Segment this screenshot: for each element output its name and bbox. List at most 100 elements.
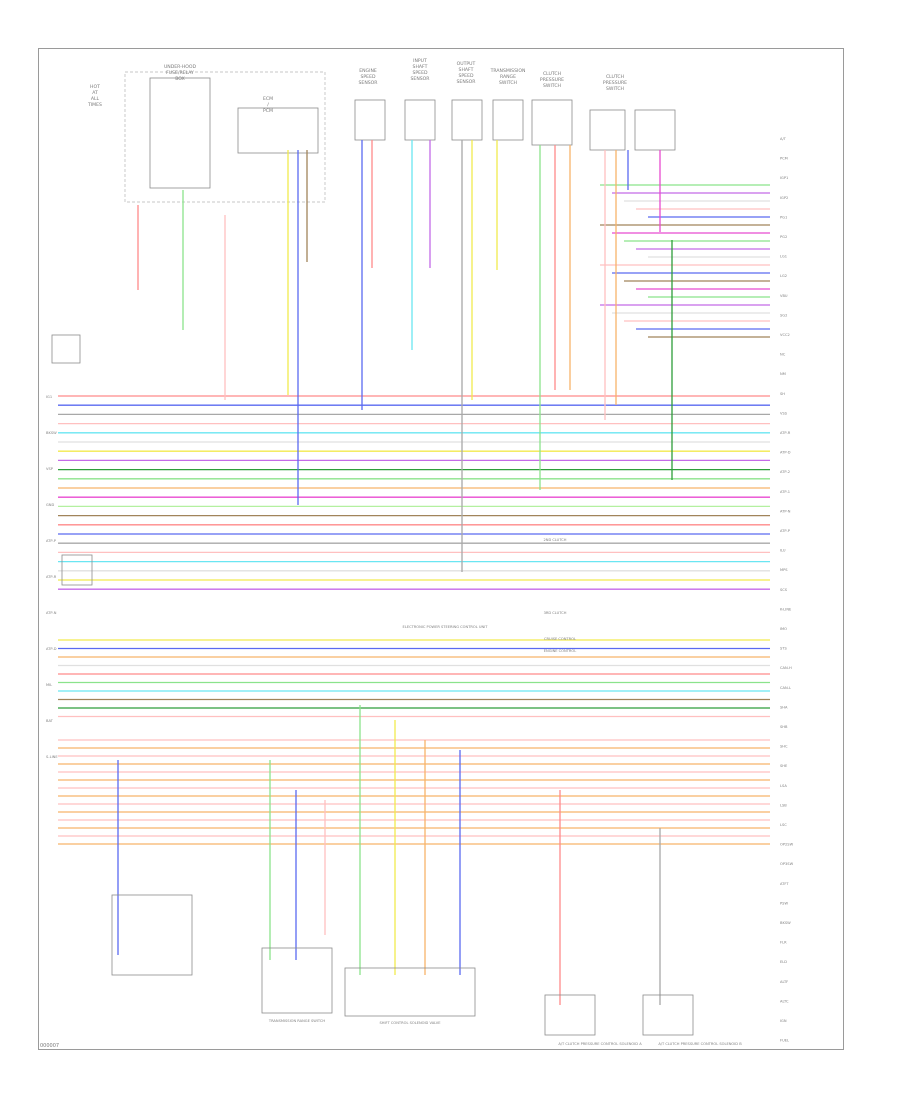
terminal-label: CAN-H: [780, 666, 792, 670]
switch-symbol: [61, 554, 93, 586]
terminal-label: IGP1: [780, 176, 788, 180]
terminal-label: GND: [46, 503, 54, 507]
note-label: ELECTRONIC POWER STEERING CONTROL UNIT: [403, 625, 489, 629]
component-label: OUTPUT: [457, 61, 476, 67]
switch-symbol: [51, 334, 81, 364]
component-label: A/T CLUTCH PRESSURE CONTROL SOLENOID A: [558, 1042, 642, 1046]
terminal-label: PG1: [780, 215, 787, 219]
terminal-label: MIL: [46, 683, 52, 687]
terminal-label: SHA: [780, 705, 788, 709]
terminal-label: ATP-D: [780, 451, 791, 455]
terminal-label: BKSW: [46, 431, 57, 435]
terminal-label: S-LINE: [46, 755, 58, 759]
terminal-label: ATP-N: [46, 611, 57, 615]
terminal-label: ATP-1: [780, 490, 790, 494]
terminal-label: FLR: [780, 941, 787, 945]
terminal-label: LSB: [780, 803, 787, 807]
component-box: [531, 99, 573, 146]
component-box: [451, 99, 483, 141]
component-label: SWITCH: [606, 86, 624, 92]
component-box: [404, 99, 436, 141]
component-label: ECM: [263, 96, 273, 102]
component-label: SHAFT: [413, 64, 428, 70]
figure-id: 000007: [40, 1043, 60, 1049]
fuse-box-outline: [124, 71, 326, 203]
note-label: CRUISE CONTROL: [544, 637, 576, 641]
terminal-label: SH: [780, 392, 785, 396]
terminal-label: VBU: [780, 294, 788, 298]
component-label: PCM: [263, 108, 273, 114]
terminal-label: CAN-L: [780, 686, 791, 690]
component-label: TIMES: [87, 102, 102, 108]
component-box: [492, 99, 524, 141]
terminal-label: K-LINE: [780, 607, 792, 611]
component-box: [642, 994, 694, 1036]
component-label: SHIFT CONTROL SOLENOID VALVE: [380, 1021, 442, 1025]
terminal-label: IG1: [46, 395, 52, 399]
component-label: FUSE/RELAY: [166, 70, 194, 76]
terminal-label: IGP2: [780, 196, 788, 200]
note-label: 2ND CLUTCH: [543, 538, 566, 542]
terminal-label: A/T: [780, 137, 787, 141]
terminal-label: OP3SW: [780, 862, 794, 866]
component-box: [634, 109, 676, 151]
terminal-label: PCM: [780, 157, 788, 161]
terminal-label: ATFT: [780, 882, 789, 886]
note-label: 3RD CLUTCH: [544, 611, 567, 615]
component-label: CLUTCH: [543, 71, 561, 77]
terminal-label: PG2: [780, 235, 787, 239]
terminal-label: ATP-R: [780, 431, 791, 435]
component-box: [344, 967, 476, 1017]
component-box: [261, 947, 333, 1014]
component-label: SPEED: [360, 74, 375, 80]
terminal-label: MPS: [780, 568, 788, 572]
component-label: TRANSMISSION RANGE SWITCH: [268, 1019, 326, 1023]
diagram-frame: [38, 48, 844, 1050]
component-label: PRESSURE: [540, 77, 564, 83]
terminal-label: ATP-P: [46, 539, 57, 543]
terminal-label: LSA: [780, 784, 787, 788]
component-box: [149, 77, 211, 189]
terminal-label: VSP: [46, 467, 54, 471]
terminal-label: OP2SW: [780, 843, 794, 847]
terminal-label: SG2: [780, 313, 787, 317]
terminal-label: BKSW: [780, 921, 791, 925]
component-box: [111, 894, 193, 976]
terminal-label: SCS: [780, 588, 788, 592]
component-label: SENSOR: [359, 80, 379, 86]
terminal-label: NM: [780, 372, 786, 376]
terminal-label: STS: [780, 647, 787, 651]
component-label: AT: [92, 90, 98, 96]
terminal-label: VSS: [780, 411, 788, 415]
terminal-label: SHB: [780, 725, 788, 729]
terminal-label: SHE: [780, 764, 788, 768]
component-label: SPEED: [412, 70, 427, 76]
terminal-label: FUEL: [780, 1039, 789, 1043]
terminal-label: NC: [780, 353, 786, 357]
terminal-label: ATP-N: [780, 509, 791, 513]
component-label: INPUT: [413, 58, 427, 64]
component-label: SENSOR: [457, 79, 477, 85]
component-label: SHAFT: [459, 67, 474, 73]
terminal-label: ALTC: [780, 999, 789, 1003]
terminal-label: VCC2: [780, 333, 790, 337]
component-box: [589, 109, 626, 151]
terminal-label: LG2: [780, 274, 787, 278]
component-label: TRANSMISSION: [490, 68, 526, 74]
terminal-label: ATP-R: [46, 575, 57, 579]
component-label: BOX: [175, 76, 185, 82]
component-label: UNDER-HOOD: [164, 64, 197, 70]
terminal-label: ILU: [780, 549, 786, 553]
terminal-label: ATP-2: [780, 470, 790, 474]
component-label: SWITCH: [499, 80, 517, 86]
terminal-label: PSW: [780, 901, 788, 905]
terminal-label: IMO: [780, 627, 787, 631]
component-box: [237, 107, 319, 154]
terminal-label: ATP-D: [46, 647, 57, 651]
component-label: RANGE: [500, 74, 516, 80]
terminal-label: IGN: [780, 1019, 787, 1023]
terminal-label: ALTF: [780, 980, 788, 984]
terminal-label: LSC: [780, 823, 787, 827]
terminal-label: ATP-P: [780, 529, 791, 533]
